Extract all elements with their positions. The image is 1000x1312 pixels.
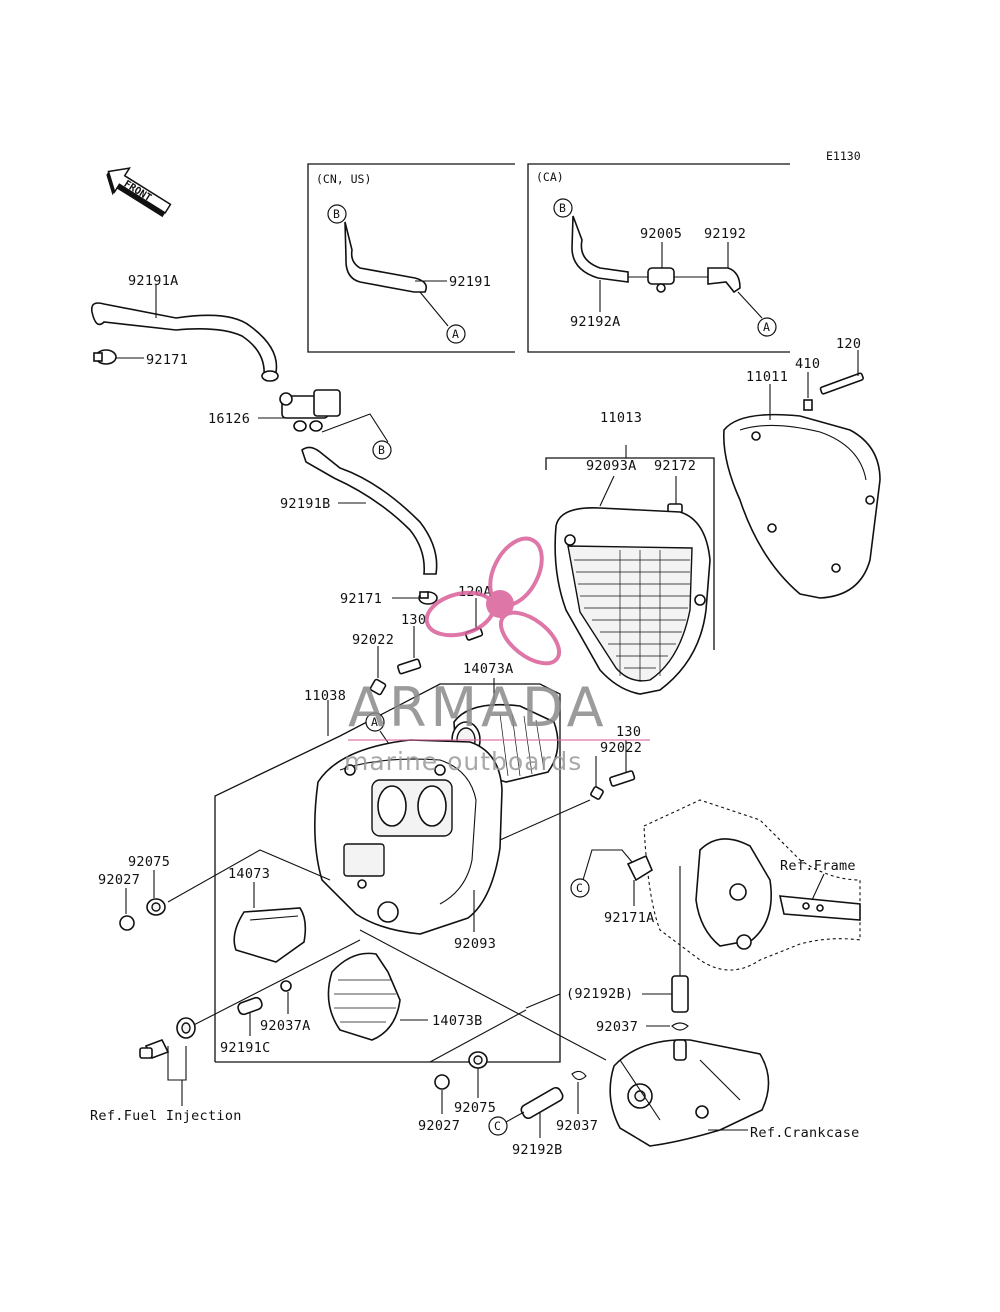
watermark-tagline: marine outboards (344, 747, 582, 776)
collar-92027-left (119, 915, 135, 931)
variant-cn-us-hose-label: 92191 (449, 274, 491, 290)
label-92037-right: 92037 (596, 1019, 638, 1035)
label-92093: 92093 (454, 936, 496, 952)
label-92192b-paren: (92192B) (566, 986, 633, 1002)
marker-c-bottom: C (494, 1119, 501, 1133)
variant-cn-us-marker-a: A (452, 327, 459, 341)
variant-ca-hose-label: 92192A (570, 314, 621, 330)
washer-410 (803, 399, 813, 411)
variant-ca-title: (CA) (536, 170, 564, 184)
label-92191a: 92191A (128, 273, 179, 289)
breather-cover-14073b (327, 952, 401, 1041)
label-11038: 11038 (304, 688, 346, 704)
propeller-logo-icon (424, 536, 561, 666)
label-92171-top: 92171 (146, 352, 188, 368)
air-cleaner-cover-11011 (723, 413, 881, 599)
label-92027-bottom: 92027 (418, 1118, 460, 1134)
tube-92191c (237, 996, 263, 1016)
bolt-130-upper (397, 658, 422, 675)
grommet-92075-left (146, 898, 166, 916)
variant-box-ca: (CA) B 92192A 92005 92192 A (527, 163, 790, 353)
label-14073b: 14073B (432, 1013, 483, 1029)
clip-92171a (626, 854, 654, 882)
hose-92191b (301, 446, 438, 575)
label-16126: 16126 (208, 411, 250, 427)
fitting-92005-shape (647, 267, 675, 285)
label-92075-bottom: 92075 (454, 1100, 496, 1116)
label-130-lower: 130 (616, 724, 641, 740)
hose-92192a-shape (571, 215, 629, 283)
marker-c-upper: C (576, 881, 583, 895)
variant-cn-us-marker-b: B (333, 207, 340, 221)
clamp-92037-right (671, 1022, 689, 1031)
clamp-92037a (280, 980, 292, 992)
air-cleaner-base-11038 (314, 739, 503, 935)
label-92022-upper: 92022 (352, 632, 394, 648)
variant-ca-hose2-label: 92192 (704, 226, 746, 242)
label-92191b: 92191B (280, 496, 331, 512)
grommet-92075-bottom (468, 1051, 488, 1069)
air-filter-element-11013 (554, 507, 711, 695)
washer-92022-upper (369, 678, 387, 696)
label-130-upper: 130 (401, 612, 426, 628)
front-arrow-icon: FRONT (106, 167, 172, 218)
hose-92191a (90, 302, 279, 382)
variant-ca-marker-b: B (559, 201, 566, 215)
label-92022-lower: 92022 (600, 740, 642, 756)
label-410: 410 (795, 356, 820, 372)
label-92192b-bottom: 92192B (512, 1142, 563, 1158)
frame-reference-outline (643, 799, 861, 971)
clamp-92171-mid (418, 591, 438, 605)
ref-crankcase[interactable]: Ref.Crankcase (750, 1125, 860, 1141)
diagram-code: E1130 (826, 149, 861, 163)
clamp-92037-bottom (571, 1070, 587, 1081)
label-14073: 14073 (228, 866, 270, 882)
variant-ca-fitting-label: 92005 (640, 226, 682, 242)
ref-fuel-injection[interactable]: Ref.Fuel Injection (90, 1108, 242, 1124)
variant-box-cn-us: (CN, US) B 92191 A (307, 163, 515, 353)
label-92075-left: 92075 (128, 854, 170, 870)
hose-92192b-upper (671, 975, 689, 1013)
watermark-brand: ARMADA (348, 676, 608, 739)
collar-92027-bottom (434, 1074, 450, 1090)
label-11013: 11013 (600, 410, 642, 426)
crankcase-reference-outline (609, 1039, 770, 1147)
washer-92022-lower (590, 786, 604, 800)
ref-frame[interactable]: Ref.Frame (780, 858, 856, 874)
marker-a-housing: A (371, 715, 378, 729)
marker-b-valve: B (378, 443, 385, 457)
hose-92192-shape (707, 267, 741, 294)
clamp-92171-top (93, 349, 117, 365)
label-92037-bottom: 92037 (556, 1118, 598, 1134)
variant-ca-marker-a: A (763, 320, 770, 334)
sensor-fuel-injection (139, 1017, 196, 1081)
label-92027-left: 92027 (98, 872, 140, 888)
breather-cover-14073 (233, 907, 307, 963)
label-92171a: 92171A (604, 910, 655, 926)
label-11011: 11011 (746, 369, 788, 385)
label-120: 120 (836, 336, 861, 352)
label-92093a: 92093A (586, 458, 637, 474)
label-92171-mid: 92171 (340, 591, 382, 607)
label-92191c: 92191C (220, 1040, 271, 1056)
bolt-120 (819, 372, 864, 395)
bolt-130-lower (609, 770, 636, 787)
label-92037a: 92037A (260, 1018, 311, 1034)
label-14073a: 14073A (463, 661, 514, 677)
watermark: ARMADA marine outboards (344, 536, 650, 776)
hose-92191-shape (344, 221, 428, 293)
hose-92192b-bottom (520, 1086, 564, 1120)
valve-16126 (279, 389, 341, 432)
label-92172: 92172 (654, 458, 696, 474)
variant-cn-us-title: (CN, US) (316, 172, 371, 186)
